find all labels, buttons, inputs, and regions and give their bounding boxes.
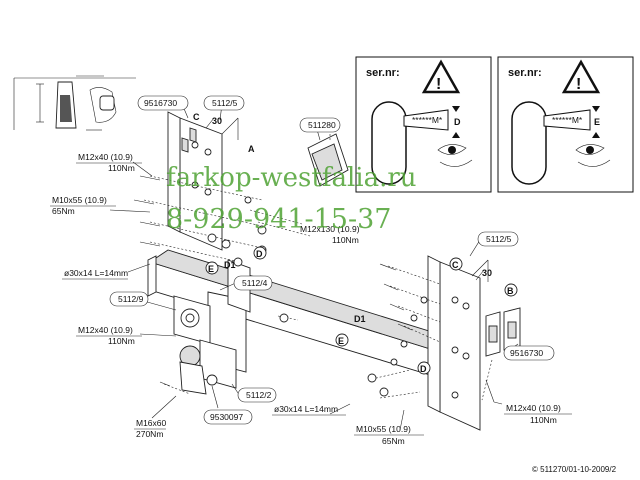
- torque-m12-center: M12x130 (10.9): [300, 224, 360, 234]
- part-label-ball: 9530097: [210, 412, 243, 422]
- letter-d-right: D: [420, 364, 427, 374]
- letter-d1-right: D1: [354, 314, 366, 324]
- watermark-phone: 8-929-941-15-37: [166, 204, 391, 235]
- letter-c-left: C: [193, 112, 200, 122]
- torque-m16-nm: 270Nm: [136, 429, 163, 439]
- leader-lines: [109, 103, 519, 431]
- angle-left: 30: [212, 116, 222, 126]
- left-side-bracket: [167, 111, 239, 251]
- part-label-crossbar-end: 5112/4: [242, 278, 268, 288]
- serial-panel-e: ser.nr: ! ******M* E: [497, 56, 634, 193]
- spacer-bottom: ø30x14 L=14mm: [274, 404, 338, 414]
- letter-b: B: [507, 286, 514, 296]
- serial-code: D: [454, 117, 461, 127]
- watermark: farkop-westfalia.ru 8-929-941-15-37: [166, 163, 417, 235]
- clamp-plate-b: [485, 307, 521, 357]
- part-label-connector: 511280: [308, 120, 336, 130]
- angle-right: 30: [482, 268, 492, 278]
- reference-letters: C A E D1 D C B D1 E D: [193, 112, 518, 375]
- spacer-left: ø30x14 L=14mm: [64, 268, 128, 278]
- letter-c-right: C: [452, 260, 459, 270]
- tow-ball: [179, 345, 218, 395]
- watermark-site: farkop-westfalia.ru: [166, 163, 417, 193]
- warning-icon: [561, 59, 601, 94]
- torque-m12-left-top: M12x40 (10.9): [78, 152, 133, 162]
- dimension-sketch: [13, 75, 136, 131]
- torque-m10-left-nm: 65Nm: [52, 206, 75, 216]
- letter-d-left: D: [256, 249, 263, 259]
- torque-m10-left: M10x55 (10.9): [52, 195, 107, 205]
- angle-markers: 30 30: [205, 116, 492, 281]
- letter-a: A: [248, 144, 255, 154]
- serial-plate-text: ******M*: [552, 115, 583, 125]
- part-labels: 9516730 5112/5 511280 5112/4 5112/9 5112…: [109, 95, 555, 425]
- letter-e-right: E: [338, 336, 344, 346]
- letter-d1-left: D1: [224, 260, 236, 270]
- electrical-connector: [307, 132, 349, 187]
- part-label-bracket-lower: 5112/9: [118, 294, 144, 304]
- torque-labels: M12x40 (10.9) 110Nm M10x55 (10.9) 65Nm M…: [50, 152, 572, 446]
- torque-m12-left-top-nm: 110Nm: [108, 163, 135, 173]
- bolts-left-upper: [133, 175, 311, 267]
- torque-m12-right: M12x40 (10.9): [506, 403, 561, 413]
- torque-m12-left-mid: M12x40 (10.9): [78, 325, 133, 335]
- torque-m12-right-nm: 110Nm: [530, 415, 557, 425]
- part-label-bolt-kit-left: 9516730: [144, 98, 177, 108]
- right-side-bracket: [427, 255, 489, 431]
- part-label-bracket-right: 5112/5: [486, 234, 512, 244]
- part-label-bolt-kit-right: 9516730: [510, 348, 543, 358]
- svg-text:!: !: [576, 76, 581, 93]
- letter-e-left: E: [208, 264, 214, 274]
- torque-m10-bottom-nm: 65Nm: [382, 436, 405, 446]
- serial-plate-text: ******M*: [412, 115, 443, 125]
- svg-text:!: !: [436, 76, 441, 93]
- spacer-labels: ø30x14 L=14mm ø30x14 L=14mm: [62, 268, 346, 416]
- serial-panel-d: ser.nr: ! ******M* D: [355, 56, 492, 193]
- bolts-bottom: [159, 313, 421, 399]
- torque-m16: M16x60: [136, 418, 167, 428]
- copyright: © 511270/01-10-2009/2: [532, 465, 617, 474]
- serial-panel-title: ser.nr:: [508, 67, 542, 79]
- serial-panel-title: ser.nr:: [366, 67, 400, 79]
- part-label-bracket-left: 5112/5: [212, 98, 238, 108]
- torque-m10-bottom: M10x55 (10.9): [356, 424, 411, 434]
- serial-code: E: [594, 117, 600, 127]
- bolts-right: [379, 263, 495, 403]
- left-mount-plate: [173, 295, 237, 389]
- warning-icon: [421, 59, 461, 94]
- torque-m12-left-mid-nm: 110Nm: [108, 336, 135, 346]
- part-label-ball-mount: 5112/2: [246, 390, 272, 400]
- torque-m12-center-nm: 110Nm: [332, 235, 359, 245]
